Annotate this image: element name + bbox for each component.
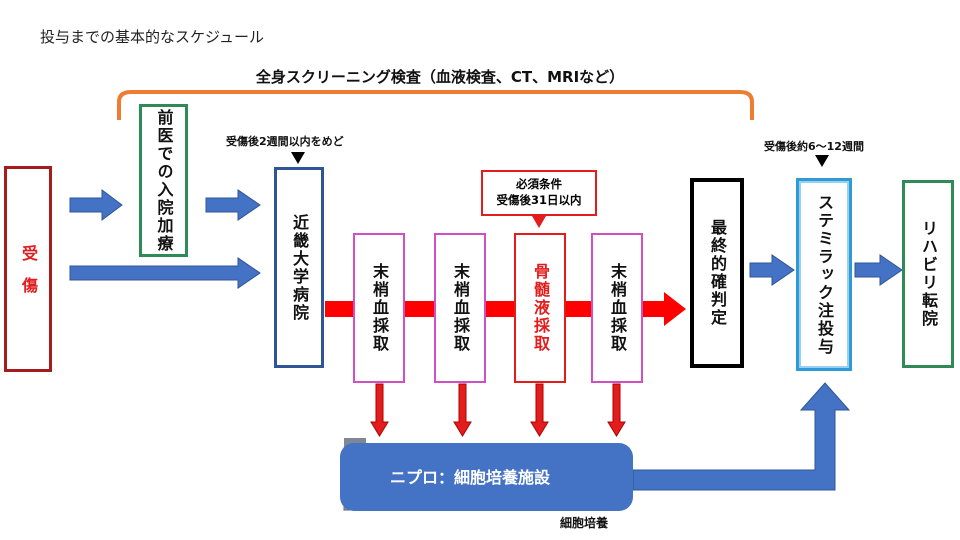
arrow-prehospital-to-kindai	[205, 189, 261, 221]
peripheral-blood-label-3: 末梢血採取	[608, 263, 627, 353]
red-down-arrow-1	[370, 383, 389, 437]
rehab-label: リハビリ転院	[919, 220, 938, 328]
kindai-timing-note: 受傷後2週間以内をめど	[226, 135, 344, 148]
screening-bracket	[117, 90, 754, 120]
peripheral-blood-label-1: 末梢血採取	[370, 263, 389, 353]
nipro-facility-box	[340, 443, 633, 511]
nipro-facility-label: ニプロ：細胞培養施設	[390, 468, 551, 487]
injury-box: 受 傷	[4, 166, 52, 372]
kindai-timing-marker	[291, 152, 305, 164]
red-connector-1	[325, 301, 355, 317]
screening-label: 全身スクリーニング検査（血液検査、CT、MRIなど）	[255, 68, 625, 86]
condition-detail: 受傷後31日以内	[496, 193, 582, 207]
bone-marrow-box: 骨髄液採取	[514, 233, 566, 383]
admin-timing-marker	[815, 155, 829, 167]
peripheral-blood-box-3: 末梢血採取	[591, 233, 643, 383]
pre-hospital-label: 前医での入院加療	[154, 108, 174, 253]
admin-timing-note: 受傷後約6〜12週間	[764, 140, 864, 153]
stemirac-label: ステミラック注投与	[815, 193, 834, 356]
red-connector-4	[565, 301, 592, 317]
peripheral-blood-label-2: 末梢血採取	[451, 263, 470, 353]
red-connector-3	[485, 301, 515, 317]
red-arrow-to-final	[641, 292, 686, 326]
arrow-final-to-stemirac	[749, 254, 795, 286]
final-judgment-box: 最終的確判定	[690, 178, 744, 368]
red-down-arrow-2	[453, 383, 472, 437]
required-condition-box: 必須条件 受傷後31日以内	[481, 170, 597, 216]
cell-culture-label: 細胞培養	[560, 516, 609, 530]
arrow-nipro-to-stemirac	[632, 382, 851, 491]
condition-marker	[532, 216, 546, 228]
stemirac-box: ステミラック注投与	[796, 178, 852, 371]
peripheral-blood-box-2: 末梢血採取	[434, 233, 486, 383]
rehab-box: リハビリ転院	[902, 180, 954, 368]
arrow-injury-to-kindai	[69, 257, 261, 289]
peripheral-blood-box-1: 末梢血採取	[353, 233, 405, 383]
page-title: 投与までの基本的なスケジュール	[40, 28, 264, 46]
red-down-arrow-3	[530, 383, 549, 437]
red-connector-2	[405, 301, 435, 317]
final-judgment-label: 最終的確判定	[708, 219, 727, 327]
arrow-injury-to-prehospital	[69, 189, 123, 221]
condition-title: 必須条件	[516, 177, 562, 192]
kindai-hospital-box: 近畿大学病院	[274, 167, 324, 368]
red-down-arrow-4	[607, 383, 626, 437]
pre-hospital-box: 前医での入院加療	[139, 104, 188, 257]
injury-label: 受 傷	[19, 245, 38, 293]
kindai-hospital-label: 近畿大学病院	[290, 213, 309, 322]
arrow-stemirac-to-rehab	[854, 254, 903, 286]
bone-marrow-label: 骨髄液採取	[531, 263, 550, 353]
